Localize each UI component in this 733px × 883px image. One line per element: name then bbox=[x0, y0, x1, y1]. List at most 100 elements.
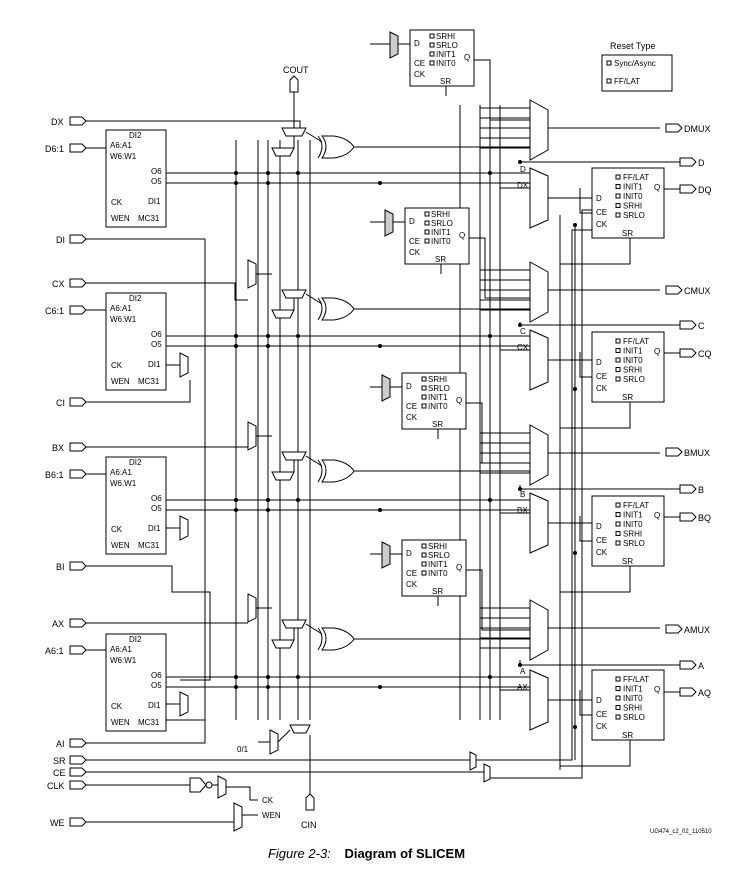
mux-x-label: AX bbox=[517, 683, 528, 692]
ff-option-box bbox=[615, 357, 621, 363]
output-cq-label: CQ bbox=[698, 349, 712, 359]
ff-box bbox=[591, 331, 665, 403]
ff-option-box bbox=[615, 676, 621, 682]
lut-mc31-label: MC31 bbox=[138, 541, 160, 550]
lut-ck-label: CK bbox=[111, 702, 123, 711]
input-pin bbox=[69, 116, 87, 126]
junction-dot bbox=[518, 323, 522, 327]
lut-waddr-label: W6:W1 bbox=[110, 315, 137, 324]
ff-q-label: Q bbox=[654, 183, 660, 192]
ff-input-mux bbox=[529, 329, 549, 391]
x-input-mux bbox=[247, 593, 257, 623]
wire bbox=[86, 209, 592, 779]
carry-mux-bottom bbox=[271, 309, 295, 319]
output-dmux-label: DMUX bbox=[684, 124, 711, 134]
latch-option-box bbox=[429, 42, 435, 48]
reset-type-box bbox=[601, 54, 673, 92]
xor-gate bbox=[320, 627, 355, 651]
ff-option-box bbox=[615, 174, 621, 180]
zero-one-label: 0/1 bbox=[237, 745, 249, 754]
x-input-mux bbox=[247, 421, 257, 451]
latch-q-label: Q bbox=[464, 53, 470, 62]
ff-sr-label: SR bbox=[622, 731, 633, 740]
junction-dot bbox=[573, 387, 577, 391]
ff-option-box bbox=[615, 203, 621, 208]
input-ci-label: CI bbox=[56, 398, 65, 408]
carry-mux-bottom bbox=[271, 147, 295, 157]
xor-back-curve bbox=[317, 297, 323, 321]
output-mux bbox=[529, 99, 549, 161]
latch-option-box bbox=[429, 51, 435, 57]
clk-invert-bubble bbox=[205, 781, 213, 789]
carry-mux-bottom bbox=[271, 639, 295, 649]
latch-option-box bbox=[421, 552, 427, 558]
wire bbox=[560, 402, 631, 429]
latch-option-box bbox=[421, 561, 427, 567]
output-bmux-label: BMUX bbox=[684, 448, 710, 458]
lut-di1-label: DI1 bbox=[148, 360, 161, 369]
input-bi-label: BI bbox=[56, 562, 65, 572]
latch-sr-label: SR bbox=[432, 420, 443, 429]
ff-option-label: FF/LAT bbox=[623, 173, 649, 182]
sync-async-label: Sync/Async bbox=[614, 59, 656, 68]
mux-direct-label: A bbox=[520, 667, 526, 676]
latch-option-label: SRHI bbox=[428, 542, 447, 551]
zero-one-mux bbox=[269, 729, 279, 755]
latch-option-box bbox=[421, 394, 427, 400]
ff-option-label: SRHI bbox=[623, 202, 642, 211]
output-pin bbox=[679, 184, 697, 194]
di-mux bbox=[179, 691, 189, 717]
input-clk-label: CLK bbox=[47, 781, 65, 791]
latch-option-box bbox=[421, 570, 427, 576]
carry-stage bbox=[271, 289, 355, 321]
ff-box bbox=[591, 495, 665, 567]
reset-type-legend: Reset Type Sync/Async FF/LAT bbox=[601, 41, 673, 92]
lut-waddr-label: W6:W1 bbox=[110, 479, 137, 488]
carry-mux-top bbox=[281, 451, 307, 461]
ff-ce-label: CE bbox=[596, 372, 607, 381]
xor-gate bbox=[320, 459, 355, 483]
output-pin bbox=[665, 624, 683, 634]
wire bbox=[470, 229, 592, 761]
lut-box bbox=[105, 292, 167, 391]
mux-direct-label: C bbox=[520, 327, 526, 336]
lut-waddr-label: W6:W1 bbox=[110, 152, 137, 161]
cin-label: CIN bbox=[301, 820, 317, 830]
output-pin bbox=[665, 123, 683, 133]
ff-option-label: SRLO bbox=[623, 211, 645, 220]
junction-dot bbox=[518, 160, 522, 164]
ff-ck-label: CK bbox=[596, 220, 608, 229]
wire bbox=[86, 700, 206, 744]
xor-gate bbox=[320, 297, 355, 321]
latch-option-box bbox=[429, 33, 435, 39]
latch-option-label: INIT1 bbox=[431, 228, 451, 237]
output-b-label: B bbox=[698, 485, 704, 495]
output-pin bbox=[679, 687, 697, 697]
latch-ce-label: CE bbox=[406, 569, 417, 578]
input-b61-label: B6:1 bbox=[45, 470, 64, 480]
lut-addr-label: A6:A1 bbox=[110, 141, 132, 150]
lut-mc31-label: MC31 bbox=[138, 718, 160, 727]
junction-dot bbox=[573, 223, 577, 227]
lut-ck-label: CK bbox=[111, 525, 123, 534]
ff-option-box bbox=[615, 348, 621, 353]
output-c-label: C bbox=[698, 321, 705, 331]
input-bx-label: BX bbox=[52, 443, 64, 453]
wire bbox=[305, 131, 323, 143]
ff-option-box bbox=[615, 367, 621, 372]
ff-option-box bbox=[615, 521, 621, 527]
junction-dot bbox=[573, 725, 577, 729]
ff-option-box bbox=[615, 540, 621, 546]
latch-q-label: Q bbox=[456, 563, 462, 572]
latch-option-box bbox=[424, 211, 430, 217]
sync-async-checkbox bbox=[606, 60, 612, 66]
input-pin bbox=[69, 738, 87, 748]
latch-ck-label: CK bbox=[414, 70, 426, 79]
ff-q-label: Q bbox=[654, 347, 660, 356]
